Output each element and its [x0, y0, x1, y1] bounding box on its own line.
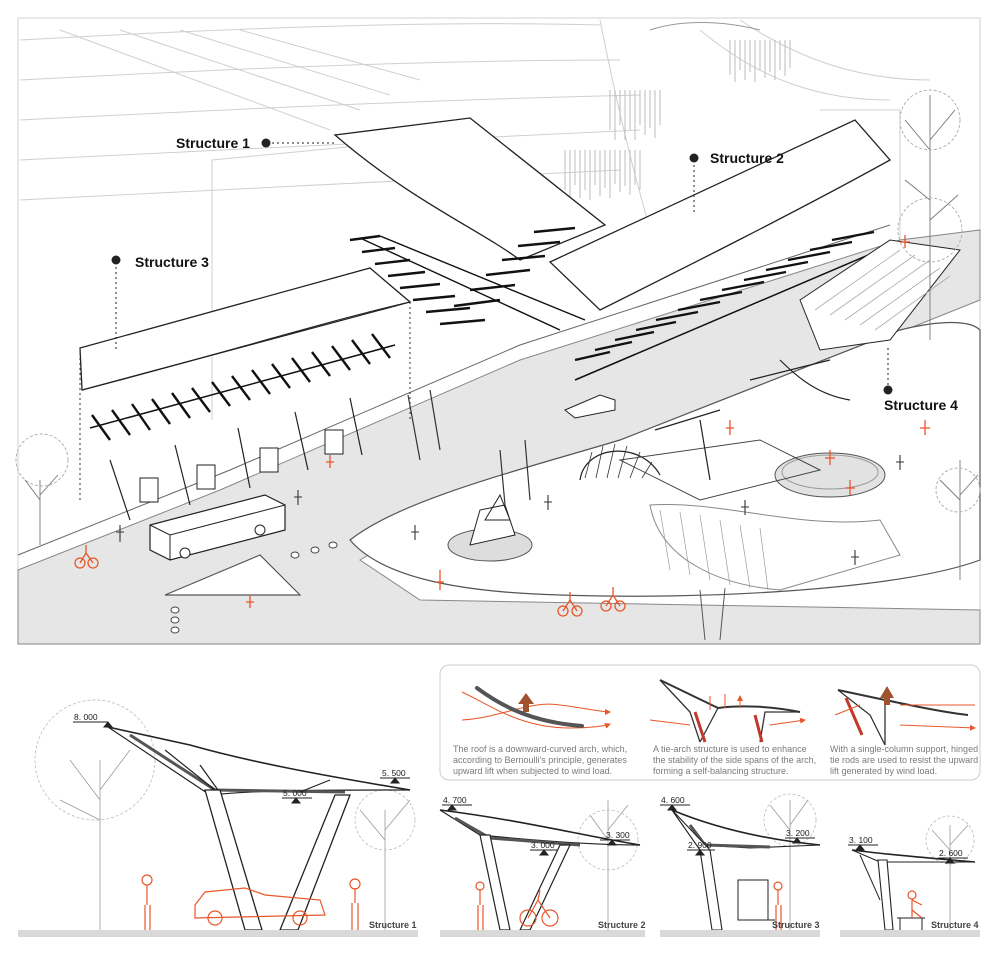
principle-1-line-2: according to Bernoulli's principle, gene…	[453, 755, 627, 765]
principle-1-line-1: The roof is a downward-curved arch, whic…	[453, 744, 627, 754]
structure-2-model	[548, 119, 961, 381]
section-3-elev-tip: 3. 200	[786, 828, 810, 838]
principles-box: The roof is a downward-curved arch, whic…	[439, 664, 980, 781]
aerial-view: Structure 1 Structure 2 Structure 3 Stru…	[15, 17, 981, 645]
section-2-label: Structure 2	[598, 920, 646, 930]
section-structure-4: 3. 100 2. 600 Structure 4	[840, 815, 980, 937]
section-3-label: Structure 3	[772, 920, 820, 930]
section-4-elev-top: 3. 100	[849, 835, 873, 845]
structure-1-model	[333, 117, 607, 506]
car	[564, 394, 616, 419]
trees	[15, 89, 981, 580]
section-2-elev-top: 4. 700	[443, 795, 467, 805]
structure-2-marker	[689, 153, 699, 163]
label-structure-3: Structure 3	[135, 254, 209, 270]
label-structure-4: Structure 4	[884, 397, 958, 413]
section-1-elev-low: 5. 000	[283, 788, 307, 798]
section-structure-3: 4. 600 3. 200 2. 900 Structure 3	[660, 793, 821, 937]
section-structure-2: 4. 700 3. 300 3. 000 Structure 2	[439, 795, 646, 937]
principle-2-line-3: forming a self-balancing structure.	[653, 766, 789, 776]
section-1-label: Structure 1	[369, 920, 417, 930]
structure-3-marker	[111, 255, 121, 265]
sidewalk	[17, 224, 891, 556]
structure-4-marker	[883, 385, 893, 395]
structure-1-marker	[261, 138, 271, 148]
structure-4-model	[579, 359, 901, 641]
section-1-elev-top: 8. 000	[74, 712, 98, 722]
section-2-elev-tip: 3. 300	[606, 830, 630, 840]
principle-3-line-3: lift generated by wind load.	[830, 766, 937, 776]
label-structure-2: Structure 2	[710, 150, 784, 166]
principle-3-line-1: With a single-column support, hinged	[830, 744, 978, 754]
structure-3-model	[79, 267, 412, 521]
principle-3-diagram	[834, 686, 975, 746]
principle-1-diagram	[461, 686, 611, 729]
section-4-label: Structure 4	[931, 920, 979, 930]
bus	[149, 494, 286, 561]
planter-island	[164, 554, 302, 596]
principle-2-line-1: A tie-arch structure is used to enhance	[653, 744, 807, 754]
hanging-greenery	[564, 22, 791, 200]
principle-2-line-2: the stability of the side spans of the a…	[653, 755, 816, 765]
principle-2-diagram	[649, 679, 805, 743]
section-3-elev-top: 4. 600	[661, 795, 685, 805]
section-4-elev-tip: 2. 600	[939, 848, 963, 858]
section-structure-1: 8. 000 5. 500 5. 000 Structure 1	[18, 699, 418, 937]
label-structure-1: Structure 1	[176, 135, 250, 151]
principle-3-line-2: tie rods are used to resist the upward	[830, 755, 978, 765]
section-2-elev-low: 3. 000	[531, 840, 555, 850]
people-and-cyclists	[74, 235, 930, 617]
section-3-elev-low: 2. 900	[688, 840, 712, 850]
section-1-elev-tip: 5. 500	[382, 768, 406, 778]
principle-1-line-3: upward lift when subjected to wind load.	[453, 766, 612, 776]
